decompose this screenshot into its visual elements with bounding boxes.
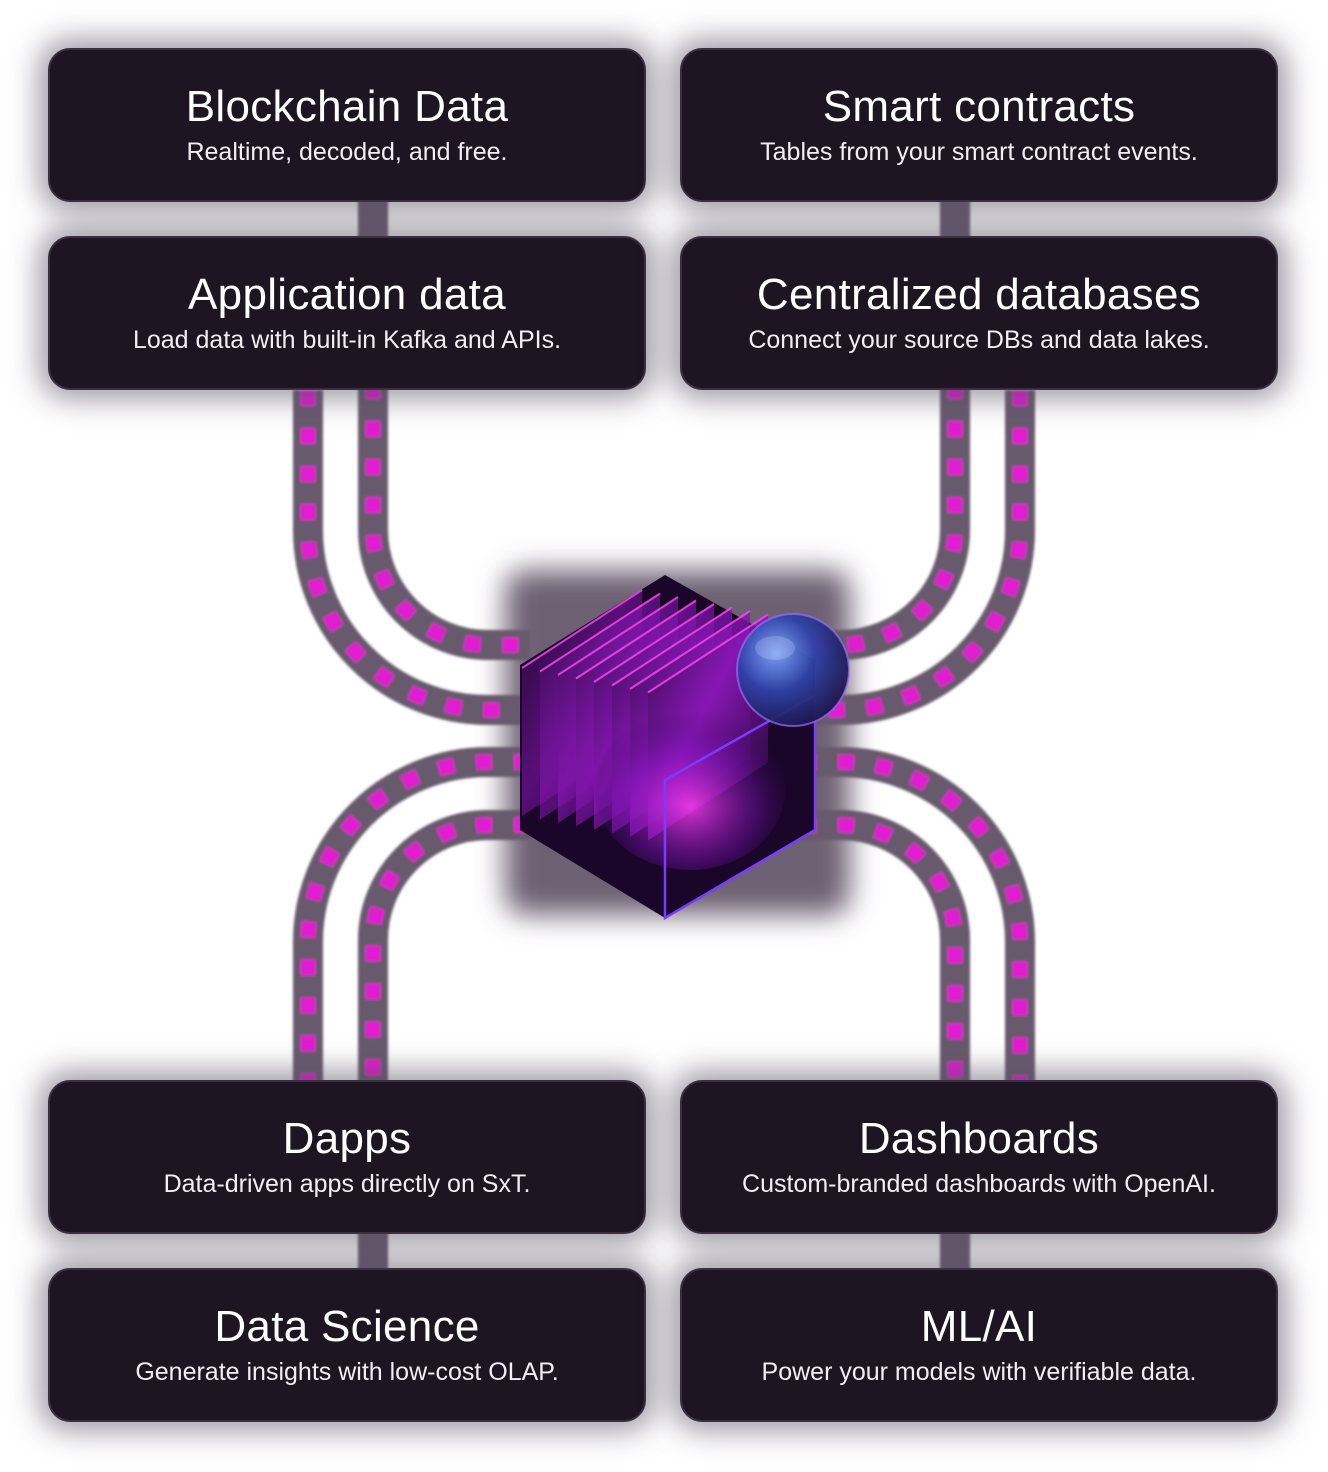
pipe-top-left-outer: [293, 390, 530, 725]
cube-plate-top-edge: [575, 599, 697, 680]
glass-sphere-icon: [736, 613, 850, 727]
card-subtitle: Custom-branded dashboards with OpenAI.: [742, 1170, 1216, 1198]
pipe-bottom-left-outer: [293, 747, 530, 1082]
card-dapps[interactable]: Dapps Data-driven apps directly on SxT.: [48, 1080, 646, 1234]
cube-plate-top-edge: [647, 613, 769, 694]
card-title: Data Science: [214, 1302, 480, 1351]
card-subtitle: Realtime, decoded, and free.: [186, 138, 508, 166]
pipe-top-left-inner-flow: [365, 345, 530, 653]
card-title: Dashboards: [858, 1114, 1100, 1163]
card-subtitle: Tables from your smart contract events.: [760, 138, 1198, 166]
cube-plate-top-edge: [521, 589, 643, 669]
cube-plate-top-edge: [629, 610, 751, 690]
card-smart-contracts[interactable]: Smart contracts Tables from your smart c…: [680, 48, 1278, 202]
card-centralized-databases[interactable]: Centralized databases Connect your sourc…: [680, 236, 1278, 390]
pipe-bottom-right-inner-flow: [800, 817, 963, 1082]
pipe-top-right-outer-flow: [800, 390, 1028, 718]
card-title: Dapps: [282, 1114, 412, 1163]
card-dashboards[interactable]: Dashboards Custom-branded dashboards wit…: [680, 1080, 1278, 1234]
card-subtitle: Connect your source DBs and data lakes.: [748, 326, 1210, 354]
card-subtitle: Power your models with verifiable data.: [761, 1358, 1197, 1386]
card-title: Blockchain Data: [185, 82, 509, 131]
pipe-bottom-left-inner-flow: [365, 817, 530, 1082]
cube-plate-top-edge: [539, 592, 661, 673]
card-title: Smart contracts: [822, 82, 1136, 131]
card-title: ML/AI: [920, 1302, 1038, 1351]
card-ml-ai[interactable]: ML/AI Power your models with verifiable …: [680, 1268, 1278, 1422]
card-subtitle: Data-driven apps directly on SxT.: [163, 1170, 531, 1198]
card-data-science[interactable]: Data Science Generate insights with low-…: [48, 1268, 646, 1422]
card-subtitle: Generate insights with low-cost OLAP.: [135, 1358, 559, 1386]
cube-swirl: [595, 710, 785, 870]
pipe-bottom-right-outer: [800, 747, 1035, 1082]
cube-plate-top-edge: [611, 606, 733, 687]
card-blockchain-data[interactable]: Blockchain Data Realtime, decoded, and f…: [48, 48, 646, 202]
cube-front-outline: [663, 692, 817, 921]
card-application-data[interactable]: Application data Load data with built-in…: [48, 236, 646, 390]
pipe-top-right-inner-flow: [800, 345, 963, 653]
card-title: Application data: [188, 270, 506, 319]
card-subtitle: Load data with built-in Kafka and APIs.: [132, 326, 562, 354]
cube-plate-top-edge: [593, 603, 715, 683]
pipes: [293, 200, 1035, 1272]
pipe-top-left-outer-flow: [300, 390, 530, 718]
cube-plate-top-edge: [557, 596, 679, 676]
card-title: Centralized databases: [756, 270, 1202, 319]
